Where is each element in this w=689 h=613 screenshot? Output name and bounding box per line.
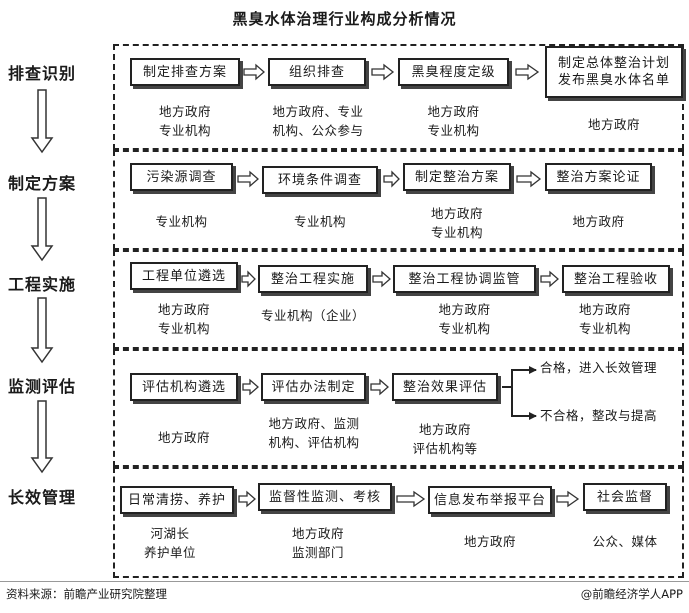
step-box: 黑臭程度定级 xyxy=(398,58,509,86)
step-box: 监督性监测、考核 xyxy=(258,483,392,511)
step-box: 整治工程验收 xyxy=(562,265,670,293)
phase-label-1: 排查识别 xyxy=(8,64,77,83)
step-actors: 地方政府 专业机构 xyxy=(158,104,211,138)
right-arrow-icon xyxy=(372,270,391,288)
phase-label-3: 工程实施 xyxy=(8,275,77,294)
step-actors: 地方政府 监测部门 xyxy=(291,526,344,560)
step-box: 整治效果评估 xyxy=(392,373,498,401)
step-actors: 地方政府 xyxy=(572,214,625,229)
step-box: 日常清捞、养护 xyxy=(120,486,234,514)
step-box: 污染源调查 xyxy=(130,163,233,191)
right-arrow-icon xyxy=(370,378,389,396)
down-arrow-icon xyxy=(30,400,54,474)
step-actors: 地方政府 专业机构 xyxy=(427,104,480,138)
step-actors: 专业机构 xyxy=(155,214,208,229)
step-actors: 专业机构 xyxy=(293,214,346,229)
step-actors: 地方政府 专业机构 xyxy=(430,206,483,240)
step-box: 环境条件调查 xyxy=(262,166,378,194)
down-arrow-icon xyxy=(30,297,54,364)
step-box: 工程单位遴选 xyxy=(130,262,238,290)
outcome-fail: 不合格，整改与提高 xyxy=(540,408,658,423)
right-arrow-icon xyxy=(383,170,400,188)
step-box: 整治方案论证 xyxy=(545,163,652,191)
step-box: 评估机构遴选 xyxy=(130,373,238,401)
branch-pass-arrow xyxy=(511,366,537,387)
right-arrow-icon xyxy=(515,63,540,81)
footer-source: 资料来源：前瞻产业研究院整理 xyxy=(6,587,167,601)
right-arrow-icon xyxy=(243,63,265,81)
section-1 xyxy=(113,44,684,150)
right-arrow-icon xyxy=(540,270,559,288)
right-arrow-icon xyxy=(242,378,259,396)
step-actors: 地方政府、监测 机构、评估机构 xyxy=(268,416,360,450)
outcome-pass: 合格，进入长效管理 xyxy=(540,360,658,375)
down-arrow-icon xyxy=(30,197,54,262)
step-box: 整治工程协调监管 xyxy=(393,265,536,293)
section-2 xyxy=(113,150,684,250)
step-actors: 河湖长 养护单位 xyxy=(143,526,196,560)
step-actors: 地方政府 xyxy=(157,430,210,445)
step-actors: 地方政府 xyxy=(587,117,640,132)
footer-divider xyxy=(0,581,689,582)
step-box: 制定排查方案 xyxy=(130,58,240,86)
step-box-multiline: 制定总体整治计划 发布黑臭水体名单 xyxy=(545,46,683,98)
section-3 xyxy=(113,250,684,349)
phase-label-2: 制定方案 xyxy=(8,174,77,193)
step-actors: 地方政府、专业 机构、公众参与 xyxy=(272,104,364,138)
right-arrow-icon xyxy=(556,490,580,508)
step-actors: 地方政府 专业机构 xyxy=(157,302,210,336)
down-arrow-icon xyxy=(30,89,54,154)
step-actors: 专业机构（企业） xyxy=(260,308,365,323)
right-arrow-icon xyxy=(371,63,395,81)
right-arrow-icon xyxy=(237,170,259,188)
step-box: 整治工程实施 xyxy=(258,265,368,293)
step-actors: 地方政府 评估机构等 xyxy=(412,422,478,456)
step-box: 信息发布举报平台 xyxy=(428,486,552,514)
right-arrow-icon xyxy=(516,170,542,188)
step-actors: 地方政府 专业机构 xyxy=(438,302,491,336)
step-box: 社会监督 xyxy=(583,483,667,511)
step-box: 评估办法制定 xyxy=(261,373,366,401)
step-label-line: 制定总体整治计划 xyxy=(557,56,670,71)
right-arrow-icon xyxy=(241,270,256,288)
section-4 xyxy=(113,349,684,467)
step-actors: 地方政府 xyxy=(463,534,516,549)
branch-fail-arrow xyxy=(511,387,537,420)
step-label-line: 发布黑臭水体名单 xyxy=(557,73,670,88)
phase-label-5: 长效管理 xyxy=(8,488,77,507)
footer-brand: @前瞻经济学人APP xyxy=(580,587,683,601)
page-title: 黑臭水体治理行业构成分析情况 xyxy=(232,10,457,28)
right-arrow-icon xyxy=(238,490,256,508)
right-arrow-icon xyxy=(396,490,426,508)
section-5 xyxy=(113,467,684,578)
step-box: 组织排查 xyxy=(268,58,366,86)
step-actors: 公众、媒体 xyxy=(592,534,658,549)
phase-label-4: 监测评估 xyxy=(8,377,77,396)
step-actors: 地方政府 专业机构 xyxy=(578,302,631,336)
step-box: 制定整治方案 xyxy=(403,163,511,191)
